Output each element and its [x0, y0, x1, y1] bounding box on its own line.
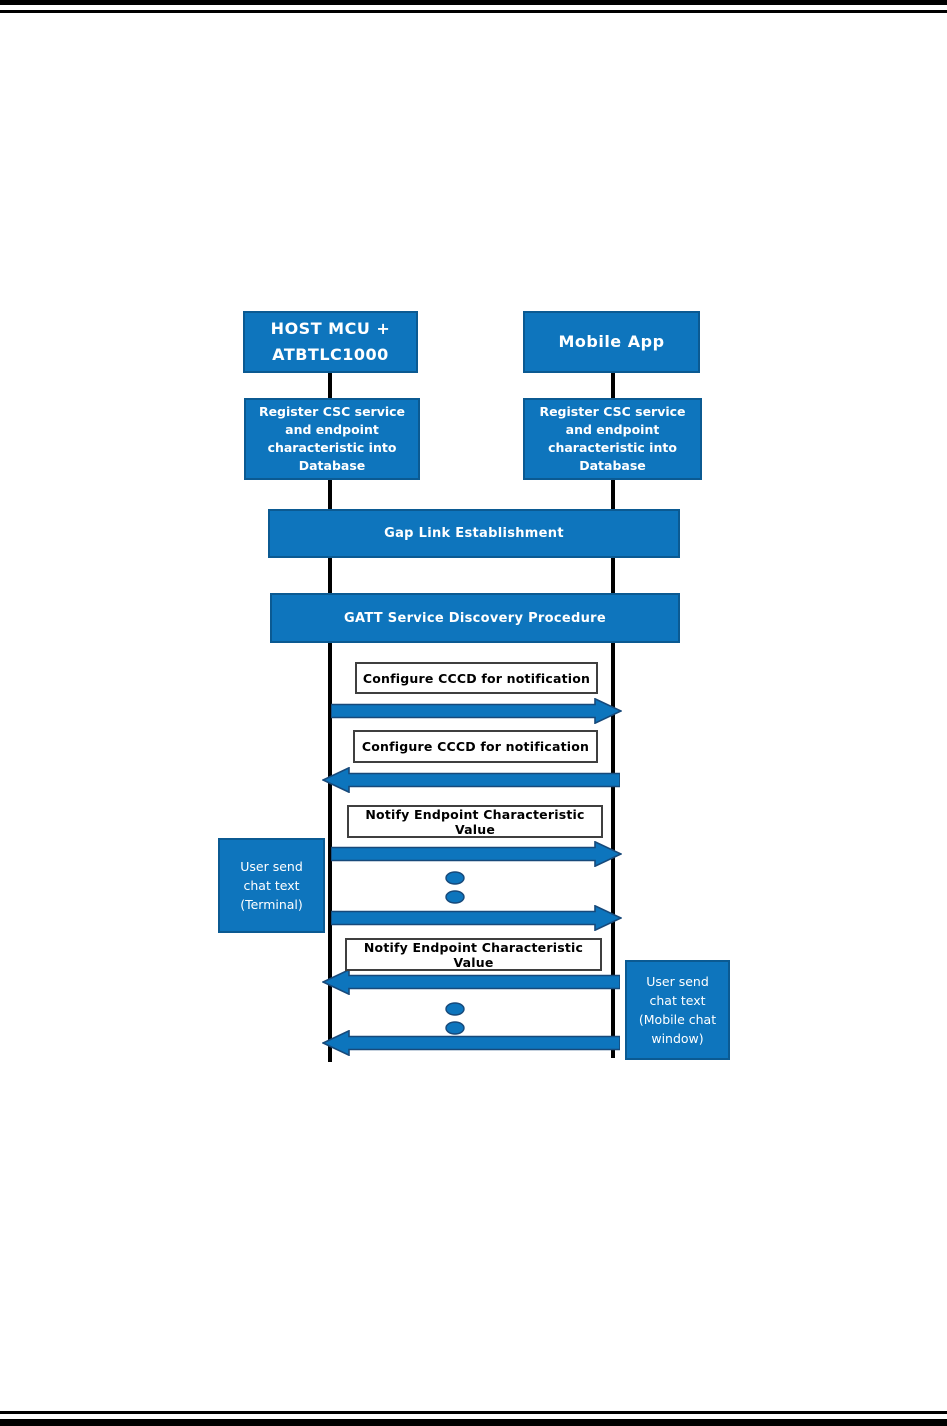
lifeline-host: [328, 373, 332, 1062]
process-bar-gap-link-label: Gap Link Establishment: [384, 526, 564, 541]
message-box-notify-endpoint-2: Notify Endpoint Characteristic Value: [345, 938, 602, 971]
ellipsis-dot: [445, 890, 465, 904]
note-label-terminal: User send chat text (Terminal): [240, 859, 303, 912]
process-bar-gatt-discovery: GATT Service Discovery Procedure: [270, 593, 680, 643]
ellipsis-dot: [445, 1002, 465, 1016]
message-label-configure-cccd-2: Configure CCCD for notification: [361, 739, 590, 754]
arrow-left-notify-2: [322, 1030, 620, 1056]
message-label-notify-endpoint-1: Notify Endpoint Characteristic Value: [365, 806, 585, 837]
note-box-terminal: User send chat text (Terminal): [218, 838, 325, 933]
page-bottom-rule-thin: [0, 1411, 947, 1414]
arrow-left-notify-1: [322, 969, 620, 995]
arrow-right-notify-1: [331, 841, 622, 867]
message-box-notify-endpoint-1: Notify Endpoint Characteristic Value: [347, 805, 603, 838]
register-label-mobile: Register CSC service and endpoint charac…: [539, 404, 686, 473]
arrow-right-configure-cccd: [331, 698, 622, 724]
arrow-left-configure-cccd: [322, 767, 620, 793]
message-box-configure-cccd-2: Configure CCCD for notification: [353, 730, 598, 763]
actor-box-mobile-app: Mobile App: [523, 311, 700, 373]
arrow-right-notify-2: [331, 905, 622, 931]
register-box-host: Register CSC service and endpoint charac…: [244, 398, 420, 480]
process-bar-gap-link: Gap Link Establishment: [268, 509, 680, 558]
page-top-rule-thin: [0, 10, 947, 13]
register-box-mobile: Register CSC service and endpoint charac…: [523, 398, 702, 480]
actor-box-host-mcu: HOST MCU + ATBTLC1000: [243, 311, 418, 373]
actor-label-mobile-app: Mobile App: [558, 332, 665, 351]
page-top-rule-thick: [0, 0, 947, 5]
ellipsis-dot: [445, 871, 465, 885]
note-box-mobile-chat: User send chat text (Mobile chat window): [625, 960, 730, 1060]
process-bar-gatt-discovery-label: GATT Service Discovery Procedure: [344, 610, 606, 626]
message-box-configure-cccd-1: Configure CCCD for notification: [355, 662, 598, 694]
message-label-notify-endpoint-2: Notify Endpoint Characteristic Value: [363, 939, 584, 970]
page-bottom-rule-thick: [0, 1419, 947, 1426]
message-label-configure-cccd-1: Configure CCCD for notification: [362, 670, 591, 686]
actor-label-host-mcu: HOST MCU + ATBTLC1000: [270, 319, 391, 364]
note-label-mobile-chat: User send chat text (Mobile chat window): [638, 974, 717, 1046]
ellipsis-dot: [445, 1021, 465, 1035]
register-label-host: Register CSC service and endpoint charac…: [258, 404, 406, 473]
